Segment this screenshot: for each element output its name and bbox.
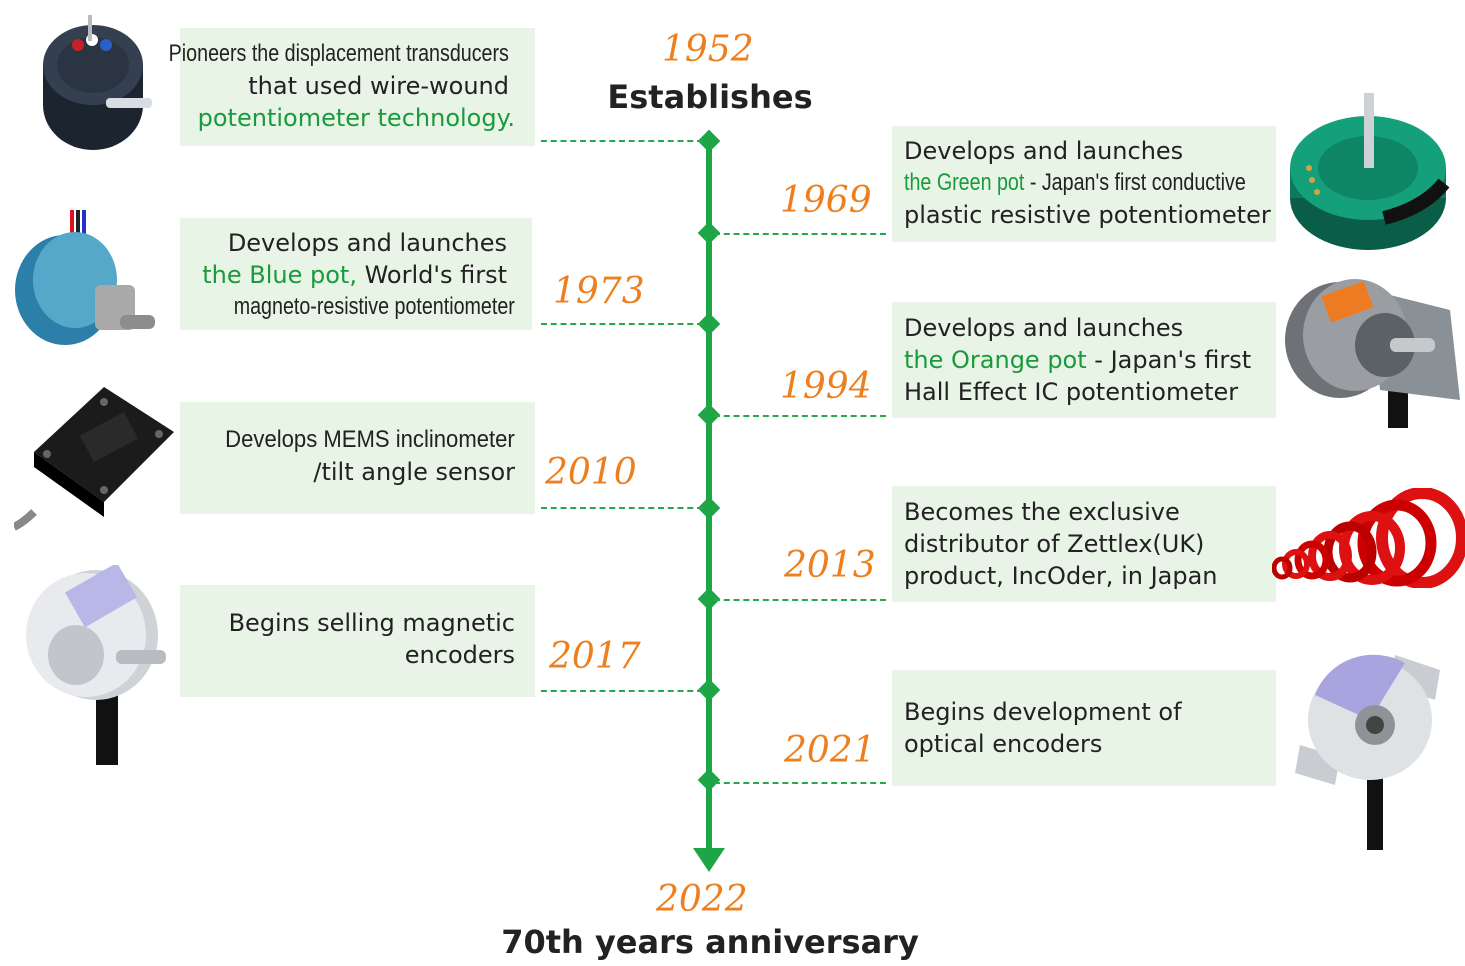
event-1969-line2: the Green pot - Japan's first conductive [904, 167, 1246, 199]
start-title: Establishes [607, 78, 813, 116]
event-box-1952 [180, 28, 535, 146]
timeline-arrow [693, 848, 725, 872]
event-2013-line1: Becomes the exclusive [904, 498, 1180, 526]
orange-pot-label: the Orange pot [904, 346, 1087, 374]
event-2010-line1: Develops MEMS inclinometer [225, 426, 515, 453]
event-box-2013 [892, 486, 1276, 602]
end-title: 70th years anniversary [501, 923, 919, 961]
event-box-1969 [892, 126, 1276, 242]
event-box-2021 [892, 670, 1276, 786]
orange-pot-image [1285, 279, 1460, 428]
event-1994-line1: Develops and launches [904, 314, 1184, 342]
year-2021: 2021 [784, 730, 876, 771]
connector-1973 [541, 323, 703, 325]
event-1973-line2: the Blue pot, World's first [202, 259, 507, 291]
green-pot-label: the Green pot [904, 169, 1025, 196]
optical-encoder-image [1295, 654, 1440, 850]
connector-1994 [714, 415, 886, 417]
event-2021-line2: optical encoders [904, 730, 1103, 758]
wire-wound-pot-image [43, 15, 152, 150]
event-1969-line3: plastic resistive potentiometer [904, 201, 1271, 229]
connector-2010 [541, 507, 703, 509]
connector-2017 [541, 690, 703, 692]
event-1969-line1: Develops and launches [904, 137, 1184, 165]
event-box-1994 [892, 302, 1276, 418]
end-year: 2022 [656, 879, 748, 920]
event-1969-line2-rest: - Japan's first conductive [1024, 169, 1246, 196]
event-2017-line1: Begins selling magnetic [228, 609, 515, 637]
year-2013: 2013 [784, 545, 876, 586]
event-2021-line1: Begins development of [904, 698, 1182, 726]
event-1973-line1: Develops and launches [227, 229, 507, 257]
inclinometer-image [14, 387, 174, 531]
connector-1969 [714, 233, 886, 235]
timeline-marker-2021 [697, 768, 721, 792]
event-1952-line1: Pioneers the displacement transducers [168, 40, 509, 67]
year-2017: 2017 [549, 636, 641, 677]
start-year: 1952 [662, 29, 754, 70]
event-1994-line2: the Orange pot - Japan's first [904, 344, 1251, 376]
year-1969: 1969 [780, 180, 872, 221]
blue-pot-label: the Blue pot, [202, 261, 357, 289]
blue-pot-image [15, 210, 155, 345]
year-2010: 2010 [545, 452, 637, 493]
magnetic-encoder-image [26, 565, 166, 765]
event-1994-line2-rest: - Japan's first [1086, 346, 1252, 374]
event-box-1973 [180, 218, 532, 330]
connector-1952 [541, 140, 703, 142]
event-1973-line2-rest: World's first [356, 261, 507, 289]
event-2013-line3: product, IncOder, in Japan [904, 562, 1218, 590]
connector-2013 [714, 599, 886, 601]
green-pot-image [1290, 93, 1450, 250]
event-1952-line3: potentiometer technology. [197, 104, 515, 132]
year-1994: 1994 [780, 366, 872, 407]
event-2017-line2: encoders [404, 641, 515, 669]
event-1994-line3: Hall Effect IC potentiometer [904, 378, 1239, 406]
connector-2021 [714, 782, 886, 784]
event-2010-line2: /tilt angle sensor [313, 458, 515, 486]
incoder-rings-image [1272, 488, 1465, 588]
event-1952-line2: that used wire-wound [248, 72, 509, 100]
event-2013-line2: distributor of Zettlex(UK) [904, 530, 1205, 558]
event-box-2017 [180, 585, 535, 697]
event-1973-line3: magneto-resistive potentiometer [233, 293, 515, 320]
timeline-axis [706, 140, 712, 852]
event-box-2010 [180, 402, 535, 514]
year-1973: 1973 [553, 271, 645, 312]
